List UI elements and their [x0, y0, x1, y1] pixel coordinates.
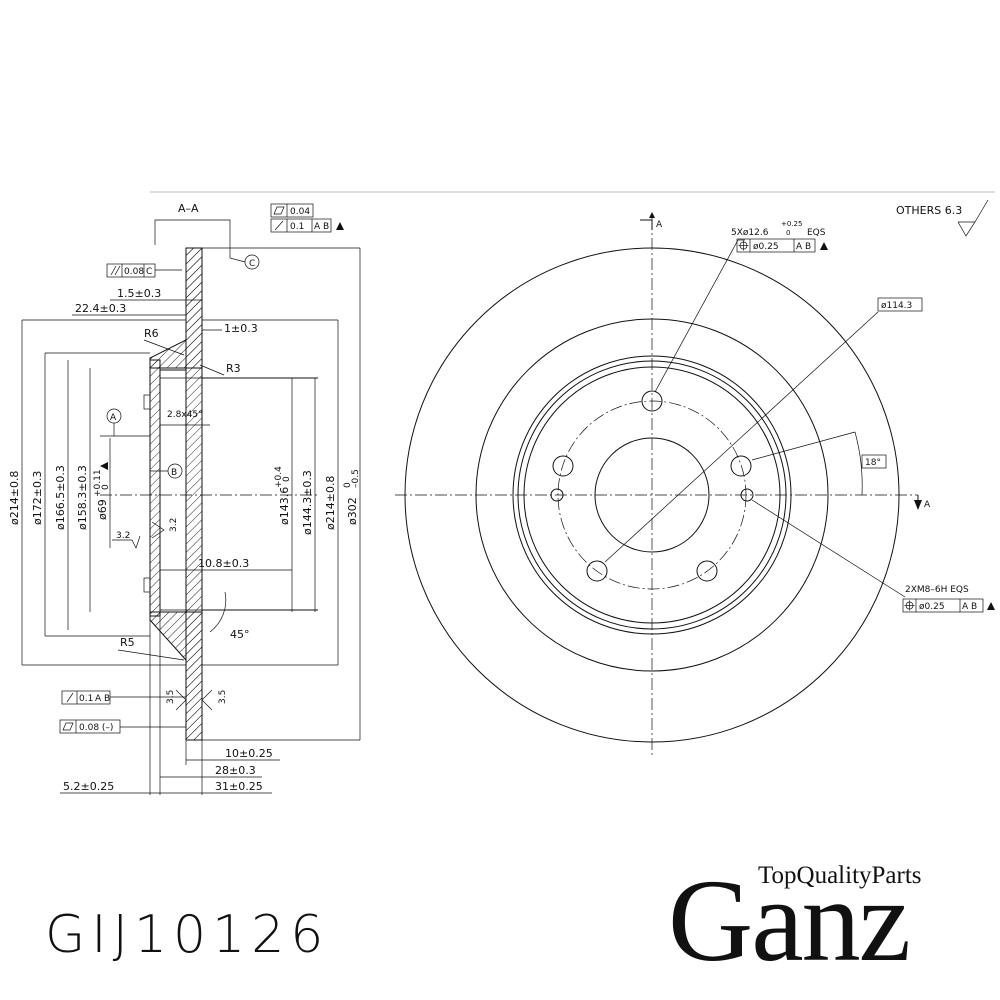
dia-4: ø158.3±0.3 [76, 465, 89, 530]
datum-b: B [171, 468, 177, 478]
dim-7: 3.2 [116, 531, 130, 541]
dim-11: R5 [120, 636, 135, 649]
svg-text:0.04: 0.04 [290, 207, 310, 217]
datum-a: A [110, 413, 117, 423]
dia-5: ø69 [96, 499, 109, 520]
svg-text:ø0.25: ø0.25 [919, 602, 945, 612]
holes-eqs: EQS [807, 228, 826, 238]
dim-13: 3.5 [218, 690, 228, 704]
dim-2: 22.4±0.3 [75, 302, 126, 315]
svg-text:0.1: 0.1 [79, 694, 93, 704]
parallel-frame-c: 0.08 C [106, 263, 182, 278]
svg-text:ø114.3: ø114.3 [881, 301, 912, 311]
dim-4: 1±0.3 [224, 322, 258, 335]
dia-1: ø214±0.8 [8, 471, 21, 525]
angle-label: 18° [861, 454, 887, 469]
dia-6: ø143.6 [278, 487, 291, 525]
dia-8: ø214±0.8 [324, 476, 337, 530]
svg-text:0.08: 0.08 [124, 267, 144, 277]
section-view: A–A C 0.04 0.1 A B 0.08 C [8, 202, 361, 795]
dia-9-tol-upper: 0 [343, 482, 353, 488]
svg-text:C: C [146, 267, 152, 277]
flatness-frame-bottom: 0.08 (–) [59, 719, 186, 734]
holes-tol-upper: +0.25 [781, 220, 802, 228]
brand-logo: Ganz [668, 855, 911, 986]
thread-position-frame: ø0.25 A B [902, 598, 995, 613]
dim-16: 5.2±0.25 [63, 780, 114, 793]
dia-9: ø302 [346, 497, 359, 525]
dim-5: R3 [226, 362, 241, 375]
svg-text:18°: 18° [865, 458, 881, 468]
finish-note: OTHERS 6.3 [896, 204, 962, 217]
dia-7: ø144.3±0.3 [301, 470, 314, 535]
dia-9-tol-lower: –0.5 [351, 469, 361, 488]
holes-position-frame: ø0.25 A B [736, 238, 828, 253]
flatness-frame-top: 0.04 [270, 203, 314, 218]
runout-frame-bottom: 0.1 A B [61, 690, 186, 705]
svg-text:A B: A B [796, 242, 811, 252]
dia-6-tol-lower: 0 [282, 476, 292, 482]
pcd-label: ø114.3 [877, 297, 923, 312]
dia-5-tol-upper: +0.11 [93, 469, 103, 497]
dim-1: 1.5±0.3 [117, 287, 161, 300]
brand-tagline: TopQualityParts [758, 862, 922, 889]
part-number: GIJ10126 [45, 905, 330, 965]
dim-9: 10.8±0.3 [198, 557, 249, 570]
section-marker-right: A [924, 500, 931, 510]
dim-14: 10±0.25 [225, 747, 273, 760]
svg-text:A B: A B [95, 694, 110, 704]
thread-note: 2XM8–6H EQS [905, 585, 969, 595]
svg-text:A B: A B [962, 602, 977, 612]
dia-5-tol-lower: 0 [101, 484, 111, 490]
section-marker-top: A [656, 220, 663, 230]
front-view: A A 5Xø12.6 +0.25 0 EQS [395, 199, 995, 755]
dia-2: ø172±0.3 [31, 471, 44, 525]
svg-text:0.08 (–): 0.08 (–) [79, 723, 113, 733]
dim-15: 28±0.3 [215, 764, 256, 777]
datum-c: C [249, 259, 255, 269]
dia-3: ø166.5±0.3 [54, 465, 67, 530]
dim-17: 31±0.25 [215, 780, 263, 793]
dia-6-tol-upper: +0.4 [274, 466, 284, 488]
holes-note: 5Xø12.6 [731, 228, 769, 238]
dim-6: 2.8x45° [167, 410, 203, 420]
dim-10: 45° [230, 628, 250, 641]
dim-8: 3.2 [169, 518, 179, 532]
svg-text:ø0.25: ø0.25 [753, 242, 779, 252]
dim-3: R6 [144, 327, 159, 340]
section-label: A–A [178, 202, 199, 215]
holes-tol-lower: 0 [786, 229, 790, 237]
svg-text:0.1: 0.1 [290, 222, 304, 232]
runout-frame-top: 0.1 A B [270, 218, 344, 233]
svg-text:A B: A B [314, 222, 329, 232]
